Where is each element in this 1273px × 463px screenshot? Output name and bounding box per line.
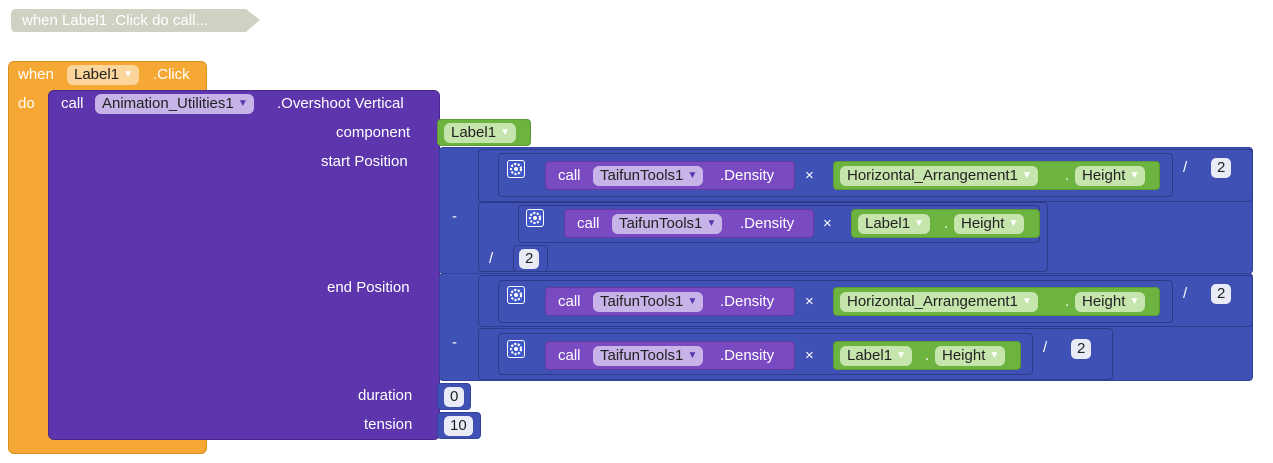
start-row1-comp-dropdown[interactable]: Horizontal_Arrangement1 ▼ bbox=[840, 166, 1038, 186]
triangle-down-icon: ▼ bbox=[687, 170, 698, 181]
animation-utilities-value: Animation_Utilities1 bbox=[102, 95, 234, 112]
end-row2-div: / bbox=[1043, 339, 1048, 356]
start-row2-tool-value: TaifunTools1 bbox=[619, 215, 703, 232]
start-row1-prop-value: Height bbox=[1082, 167, 1126, 184]
start-row1-times: × bbox=[805, 167, 814, 184]
triangle-down-icon: ▼ bbox=[1022, 170, 1032, 181]
event-when-label: when bbox=[18, 66, 54, 83]
component-label1-value: Label1 bbox=[451, 124, 497, 141]
collapsed-block-text: when Label1 .Click do call... bbox=[22, 12, 208, 29]
end-row1-prop-value: Height bbox=[1082, 293, 1126, 310]
start-row2-dot: . bbox=[944, 215, 949, 232]
end-row1-method: .Density bbox=[720, 293, 775, 310]
triangle-down-icon: ▼ bbox=[706, 218, 717, 229]
triangle-down-icon: ▼ bbox=[687, 350, 698, 361]
triangle-down-icon: ▼ bbox=[989, 350, 1000, 361]
overshoot-vertical-call-block[interactable] bbox=[48, 90, 440, 440]
start-row1-tool-value: TaifunTools1 bbox=[600, 167, 684, 184]
end-row2-dot: . bbox=[925, 347, 930, 364]
end-row1-prop-dropdown[interactable]: Height ▼ bbox=[1075, 292, 1146, 312]
end-row2-prop-dropdown[interactable]: Height ▼ bbox=[935, 346, 1006, 366]
event-name-label: .Click bbox=[153, 66, 190, 83]
gear-icon[interactable] bbox=[507, 286, 525, 304]
triangle-down-icon: ▼ bbox=[500, 127, 511, 138]
start-minus: - bbox=[452, 208, 457, 225]
event-component-value: Label1 bbox=[74, 66, 120, 83]
param-component-label: component bbox=[336, 124, 411, 141]
triangle-down-icon: ▼ bbox=[1022, 296, 1032, 307]
end-row2-tool-value: TaifunTools1 bbox=[600, 347, 684, 364]
event-do-label: do bbox=[18, 95, 35, 112]
triangle-down-icon: ▼ bbox=[1129, 170, 1140, 181]
method-label: .Overshoot Vertical bbox=[277, 95, 404, 112]
param-start-label: start Position bbox=[321, 153, 408, 170]
gear-icon[interactable] bbox=[507, 160, 525, 178]
end-row1-comp-value: Horizontal_Arrangement1 bbox=[847, 293, 1018, 310]
end-row1-div: / bbox=[1183, 285, 1188, 302]
start-row2-method: .Density bbox=[740, 215, 795, 232]
end-row1-tool-value: TaifunTools1 bbox=[600, 293, 684, 310]
duration-value[interactable]: 0 bbox=[444, 387, 465, 407]
start-row2-call: call bbox=[577, 215, 600, 232]
start-row1-divisor[interactable]: 2 bbox=[1211, 158, 1232, 178]
end-row2-comp-dropdown[interactable]: Label1 ▼ bbox=[840, 346, 913, 366]
triangle-down-icon: ▼ bbox=[914, 218, 925, 229]
end-row1-times: × bbox=[805, 293, 814, 310]
triangle-down-icon: ▼ bbox=[1008, 218, 1019, 229]
start-row3-div: / bbox=[489, 250, 494, 267]
collapsed-block-shape bbox=[11, 9, 260, 32]
gear-icon[interactable] bbox=[507, 340, 525, 358]
start-row2-prop-value: Height bbox=[961, 215, 1005, 232]
tension-value[interactable]: 10 bbox=[444, 416, 473, 436]
end-row2-times: × bbox=[805, 347, 814, 364]
start-row1-comp-value: Horizontal_Arrangement1 bbox=[847, 167, 1018, 184]
end-row1-tool-dropdown[interactable]: TaifunTools1 ▼ bbox=[593, 292, 704, 312]
start-row2-tool-dropdown[interactable]: TaifunTools1 ▼ bbox=[612, 214, 723, 234]
end-row1-comp-dropdown[interactable]: Horizontal_Arrangement1 ▼ bbox=[840, 292, 1038, 312]
component-label1-dropdown[interactable]: Label1 ▼ bbox=[444, 123, 517, 143]
start-row1-prop-dropdown[interactable]: Height ▼ bbox=[1075, 166, 1146, 186]
triangle-down-icon: ▼ bbox=[237, 98, 248, 109]
collapsed-block[interactable]: when Label1 .Click do call... bbox=[10, 8, 260, 33]
start-row3-divisor[interactable]: 2 bbox=[519, 249, 540, 269]
triangle-down-icon: ▼ bbox=[123, 69, 134, 80]
param-end-label: end Position bbox=[327, 279, 410, 296]
end-row2-call: call bbox=[558, 347, 581, 364]
start-row1-tool-dropdown[interactable]: TaifunTools1 ▼ bbox=[593, 166, 704, 186]
triangle-down-icon: ▼ bbox=[1129, 296, 1140, 307]
end-row2-divisor[interactable]: 2 bbox=[1071, 339, 1092, 359]
start-row1-div: / bbox=[1183, 159, 1188, 176]
start-row2-comp-value: Label1 bbox=[865, 215, 911, 232]
start-row1-call: call bbox=[558, 167, 581, 184]
end-row2-prop-value: Height bbox=[942, 347, 986, 364]
triangle-down-icon: ▼ bbox=[687, 296, 698, 307]
end-row1-dot: . bbox=[1065, 293, 1070, 310]
start-row1-dot: . bbox=[1065, 167, 1070, 184]
end-row2-tool-dropdown[interactable]: TaifunTools1 ▼ bbox=[593, 346, 704, 366]
start-row2-prop-dropdown[interactable]: Height ▼ bbox=[954, 214, 1025, 234]
end-minus: - bbox=[452, 334, 457, 351]
end-row2-comp-value: Label1 bbox=[847, 347, 893, 364]
start-row2-times: × bbox=[823, 215, 832, 232]
event-component-dropdown[interactable]: Label1 ▼ bbox=[67, 65, 140, 85]
start-row1-method: .Density bbox=[720, 167, 775, 184]
animation-utilities-dropdown[interactable]: Animation_Utilities1 ▼ bbox=[95, 94, 254, 114]
call-label: call bbox=[61, 95, 84, 112]
gear-icon[interactable] bbox=[526, 209, 544, 227]
start-row2-comp-dropdown[interactable]: Label1 ▼ bbox=[858, 214, 931, 234]
triangle-down-icon: ▼ bbox=[896, 350, 907, 361]
end-row1-call: call bbox=[558, 293, 581, 310]
param-tension-label: tension bbox=[364, 416, 413, 433]
end-row1-divisor[interactable]: 2 bbox=[1211, 284, 1232, 304]
end-row2-method: .Density bbox=[720, 347, 775, 364]
param-duration-label: duration bbox=[358, 387, 413, 404]
